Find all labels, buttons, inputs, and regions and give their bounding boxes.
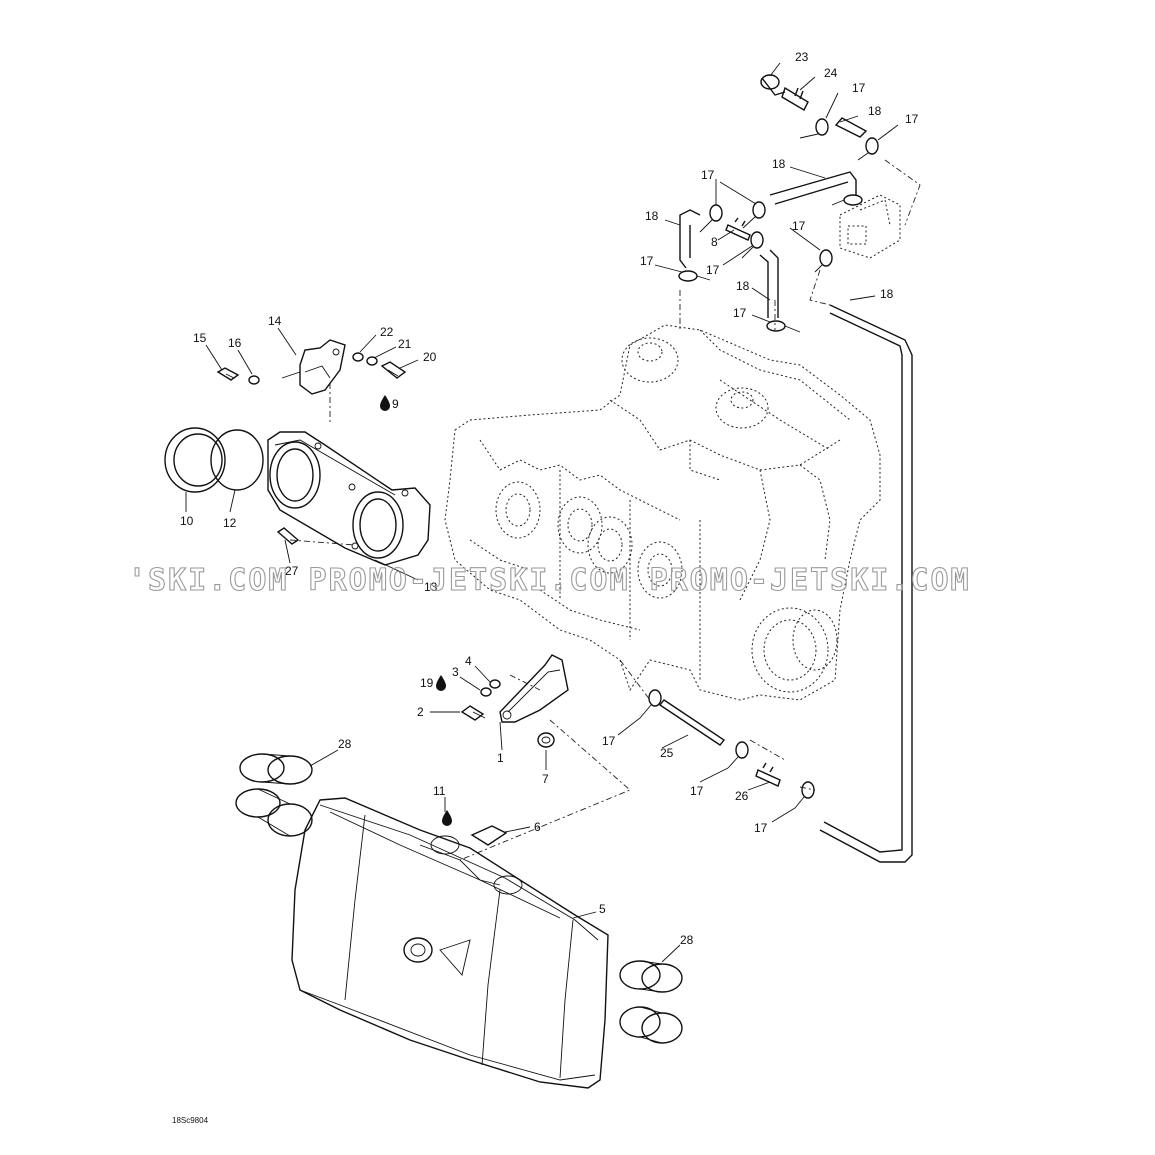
callout-27: 27 <box>285 564 299 578</box>
callout-24: 24 <box>824 66 838 80</box>
assembly-guide-lines <box>289 159 921 861</box>
callout-leaders <box>185 62 899 963</box>
intake-couplings <box>235 753 683 1044</box>
screws-washers <box>216 352 407 545</box>
callout-13: 13 <box>424 580 438 594</box>
callout-1: 1 <box>497 751 504 765</box>
fittings <box>725 74 809 787</box>
callout-12: 12 <box>223 516 237 530</box>
callout-10: 10 <box>180 514 194 528</box>
drawing-reference-code: 18Sc9804 <box>172 1116 209 1125</box>
throttle-adapter-plate <box>267 431 431 566</box>
foam-pad <box>470 825 508 846</box>
callout-17: 17 <box>640 254 654 268</box>
callout-28: 28 <box>338 737 352 751</box>
oil-drop-icon <box>436 675 446 691</box>
callout-5: 5 <box>599 902 606 916</box>
hose-clamps <box>639 118 879 809</box>
callout-17: 17 <box>733 306 747 320</box>
callout-20: 20 <box>423 350 437 364</box>
mounting-bracket <box>281 339 346 395</box>
callout-14: 14 <box>268 314 282 328</box>
support-arm <box>460 654 569 748</box>
callout-25: 25 <box>660 746 674 760</box>
callout-17: 17 <box>754 821 768 835</box>
vent-valve <box>839 194 901 259</box>
callout-17: 17 <box>792 219 806 233</box>
callout-18: 18 <box>645 209 659 223</box>
callout-22: 22 <box>380 325 394 339</box>
callout-28: 28 <box>680 933 694 947</box>
callout-2: 2 <box>417 705 424 719</box>
callout-18: 18 <box>880 287 894 301</box>
engine-phantom-outline <box>444 324 881 701</box>
callout-17: 17 <box>701 168 715 182</box>
callout-19: 19 <box>420 676 434 690</box>
callout-26: 26 <box>735 789 749 803</box>
callout-17: 17 <box>905 112 919 126</box>
callout-17: 17 <box>852 81 866 95</box>
callout-8: 8 <box>711 235 718 249</box>
callout-3: 3 <box>452 665 459 679</box>
callout-21: 21 <box>398 337 412 351</box>
callout-15: 15 <box>193 331 207 345</box>
callout-7: 7 <box>542 772 549 786</box>
callout-18: 18 <box>772 157 786 171</box>
oil-drop-icon <box>442 810 452 826</box>
callout-9: 9 <box>392 397 399 411</box>
callout-17: 17 <box>602 734 616 748</box>
air-intake-silencer <box>291 797 609 1089</box>
callout-18: 18 <box>736 279 750 293</box>
watermark-text: 'SKI.COM PROMO-JETSKI.COM PROMO-JETSKI.C… <box>128 563 971 598</box>
sealing-rings <box>164 427 264 493</box>
callout-23: 23 <box>795 50 809 64</box>
callout-11: 11 <box>433 784 446 798</box>
callout-18: 18 <box>868 104 882 118</box>
oil-drop-icon <box>380 395 390 411</box>
callout-labels: 23 24 17 18 17 18 17 18 8 17 17 17 18 17… <box>180 50 919 947</box>
callout-16: 16 <box>228 336 242 350</box>
callout-6: 6 <box>534 820 541 834</box>
vent-hoses <box>658 117 913 863</box>
callout-17: 17 <box>706 263 720 277</box>
callout-4: 4 <box>465 654 472 668</box>
callout-17: 17 <box>690 784 704 798</box>
